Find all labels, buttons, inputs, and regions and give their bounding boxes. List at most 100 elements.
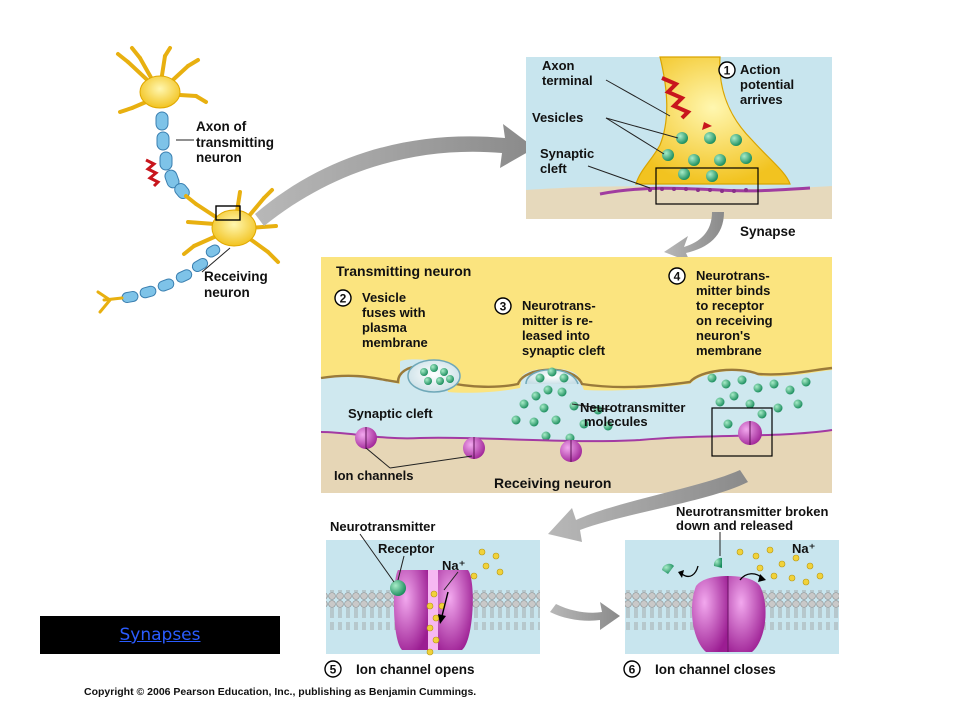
copyright-text: Copyright © 2006 Pearson Education, Inc.… (84, 686, 477, 698)
na-label-5: Na⁺ (442, 558, 465, 573)
step3-line2: mitter is re- (522, 313, 593, 328)
ion-channel-1 (355, 427, 377, 449)
detail-zoom-box-2 (711, 407, 773, 457)
zoom-arrow-3 (548, 470, 748, 542)
step3-number: 3 (500, 300, 507, 314)
action-potential-icon (661, 76, 692, 120)
step2-badge (334, 289, 352, 307)
neurotransmitter-label: Neurotransmitter (330, 519, 435, 534)
step-arrow (550, 602, 620, 630)
broken-down-line1: Neurotransmitter broken (676, 504, 828, 519)
synaptic-cleft-line2: cleft (540, 161, 567, 176)
axon-myelin (155, 111, 190, 200)
detail-leaders (365, 403, 613, 469)
step4-line1: Neurotrans- (696, 268, 770, 283)
synaptic-cleft-line1: Synaptic (540, 146, 594, 161)
step6-caption: Ion channel closes (655, 662, 776, 677)
axon-terminal-line1: Axon (542, 58, 575, 73)
zoom-arrow-2 (664, 212, 724, 262)
svg-text:Neurotransmitter molecul: Neurotransmitter molecules (580, 400, 689, 429)
broken-down-line2: down and released (676, 518, 793, 533)
cleft-label: Synaptic cleft (348, 406, 433, 421)
axon-terminal-line2: terminal (542, 73, 593, 88)
svg-text:Action potential a: Action potential arrives (740, 62, 798, 107)
ion-channel-4 (738, 421, 762, 445)
synapses-link-box: Synapses (40, 616, 280, 654)
step4-line3: to receptor (696, 298, 764, 313)
axon-label-line2: transmitting (196, 135, 274, 150)
receptor-label: Receptor (378, 541, 434, 556)
ion-channel-3 (560, 440, 582, 462)
step2-line1: Vesicle (362, 290, 406, 305)
step2-number: 2 (340, 292, 347, 306)
step6-panel (625, 532, 839, 654)
svg-text:Axon of transmitting: Axon of transmitting neuron (196, 119, 278, 165)
step5-caption: Ion channel opens (356, 662, 475, 677)
vesicle2-nt (420, 364, 454, 385)
nt-molecules-line2: molecules (584, 414, 648, 429)
detail-panel: Transmitting neuron 2 Vesicle fuses with… (320, 257, 833, 493)
step5-badge (324, 660, 342, 678)
impulse-icon (145, 158, 161, 188)
step4-line6: membrane (696, 343, 762, 358)
nt-fragment-2 (713, 557, 722, 568)
membrane-dots (648, 187, 748, 193)
na-ions-5 (426, 548, 504, 656)
zoom-arrow-1 (255, 124, 535, 226)
step4-badge (668, 267, 686, 285)
svg-text:Receiving neuron: Receiving neuron (204, 269, 272, 300)
step5-number: 5 (330, 663, 337, 677)
svg-text:Axon terminal: Axon terminal (542, 58, 593, 88)
axon-label-lines (176, 139, 231, 273)
step2-line3: plasma (362, 320, 408, 335)
step4-line5: neuron's (696, 328, 750, 343)
axon-label-line3: neuron (196, 150, 242, 165)
step4-line4: on receiving (696, 313, 773, 328)
detail-zoom-box (655, 167, 759, 205)
receiving-label-line2: neuron (204, 285, 250, 300)
svg-text:Vesicle fuses with: Vesicle fuses with plasma membrane (362, 290, 429, 350)
svg-text:Neurotrans- mitter is re: Neurotrans- mitter is re- leased into sy… (522, 298, 606, 358)
step4-line2: mitter binds (696, 283, 770, 298)
transmitting-neuron-label: Transmitting neuron (336, 263, 471, 279)
step1-line1: Action (740, 62, 781, 77)
nt-molecules-line1: Neurotransmitter (580, 400, 685, 415)
synapses-link[interactable]: Synapses (119, 625, 201, 645)
svg-text:Neurotransmitter broken do: Neurotransmitter broken down and release… (676, 504, 832, 533)
synapse-panel: Axon terminal Vesicles Synaptic cleft 1 … (526, 56, 832, 219)
step3-line3: leased into (522, 328, 590, 343)
bound-nt (390, 580, 406, 596)
ion-channel-2 (463, 437, 485, 459)
receiving-label-line1: Receiving (204, 269, 268, 284)
svg-text:Neurotrans- mitter binds: Neurotrans- mitter binds to receptor on … (696, 268, 776, 358)
step6-number: 6 (629, 663, 636, 677)
step4-number: 4 (674, 270, 681, 284)
ion-channels-label: Ion channels (334, 468, 413, 483)
step1-line3: arrives (740, 92, 783, 107)
axon-terminal-shape (635, 56, 791, 185)
na-label-6: Na⁺ (792, 541, 815, 556)
nt-fragment-1 (662, 563, 674, 574)
na-ions-6 (736, 546, 824, 586)
svg-text:Synaptic cleft: Synaptic cleft (540, 146, 598, 176)
receiving-neuron-label: Receiving neuron (494, 475, 611, 491)
step6-badge (623, 660, 641, 678)
synapse-leaders (587, 79, 679, 189)
step5-leaders (359, 533, 459, 591)
step2-line4: membrane (362, 335, 428, 350)
fusing-vesicle (407, 359, 461, 393)
step3-line1: Neurotrans- (522, 298, 596, 313)
step3-line4: synaptic cleft (522, 343, 606, 358)
step2-line2: fuses with (362, 305, 426, 320)
vesicles-group (662, 132, 752, 182)
step1-badge (718, 61, 736, 79)
vesicles-label: Vesicles (532, 110, 583, 125)
axon-label-line1: Axon of (196, 119, 247, 134)
receiving-axon (96, 244, 221, 314)
synapse-highlight-box (215, 205, 241, 221)
released-nt (511, 367, 811, 443)
step1-number: 1 (724, 64, 731, 78)
step1-line2: potential (740, 77, 794, 92)
synapse-caption: Synapse (740, 224, 796, 239)
